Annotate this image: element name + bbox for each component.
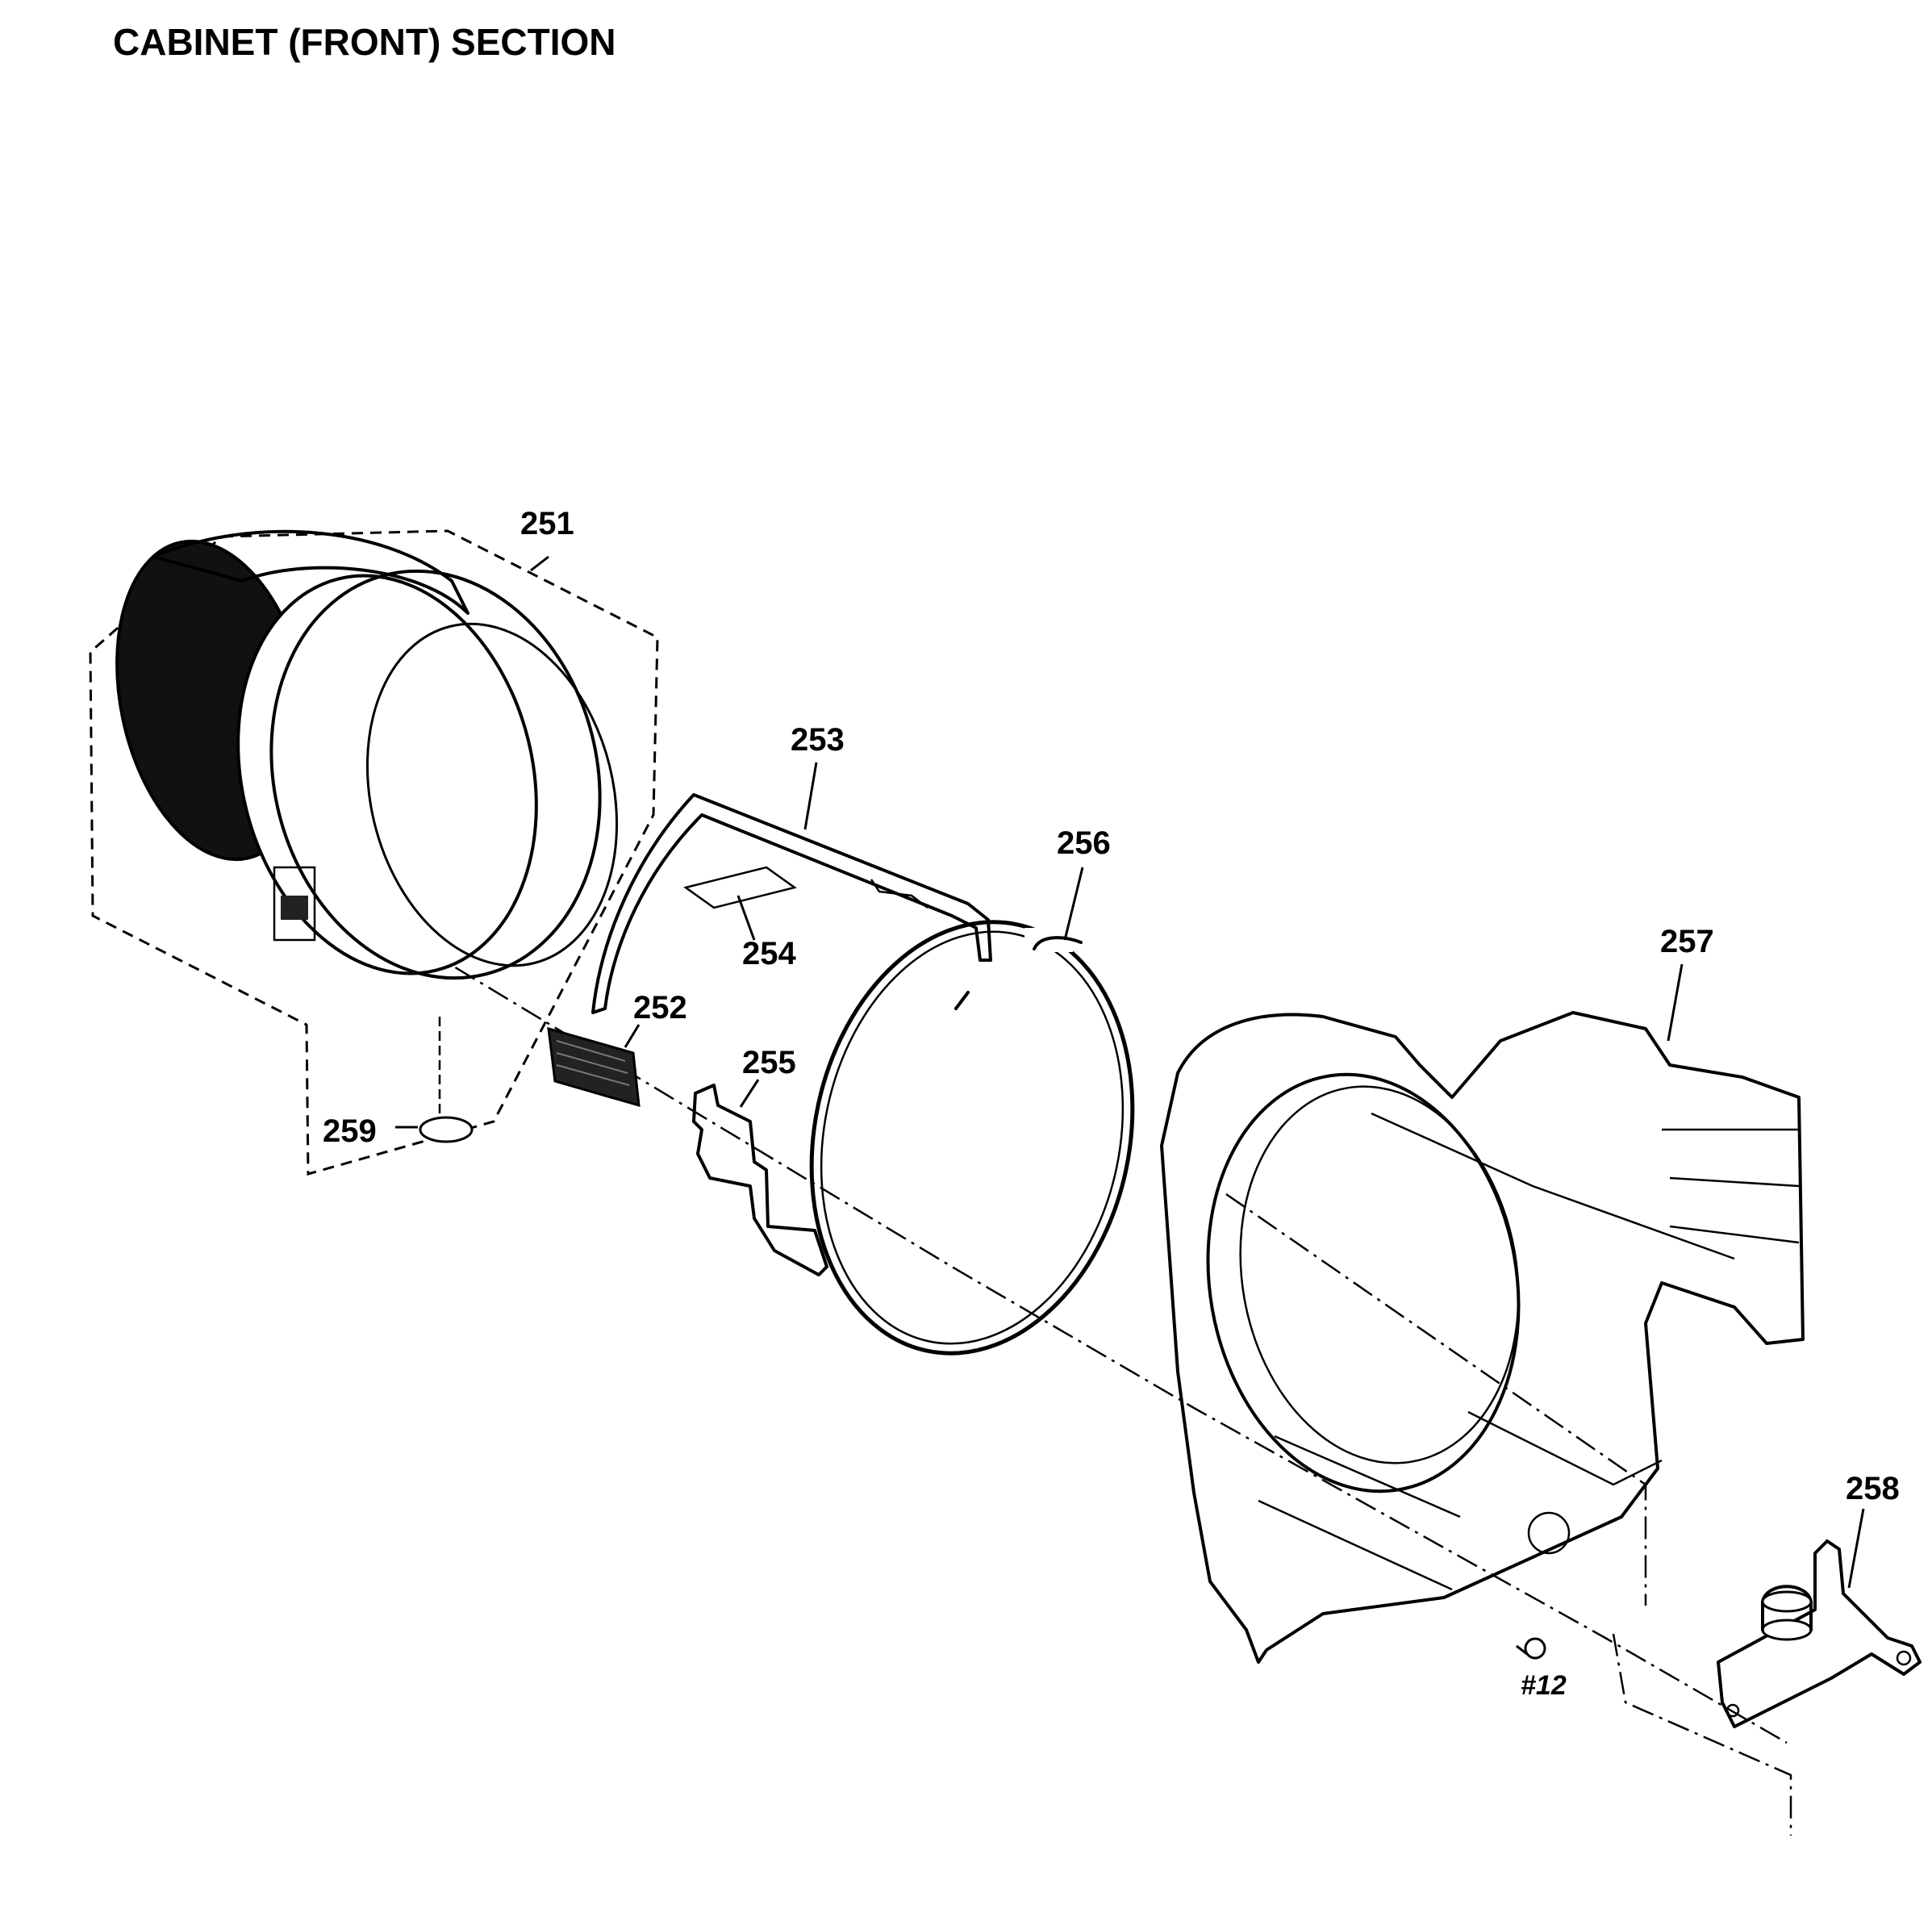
leader-257 [1667,963,1684,1042]
part-254-label [683,866,797,909]
leader-251 [530,555,549,572]
part-256-gasket-ring [809,920,1135,1356]
leader-253 [803,762,818,830]
screw-label: #12 [1521,1670,1567,1701]
page-title: CABINET (FRONT) SECTION [113,21,616,63]
part-251-group-boundary [89,529,659,1176]
callout-257: 257 [1660,924,1714,959]
part-251-lens-ring [115,529,619,980]
callout-255: 255 [742,1045,796,1080]
leader-256 [1063,867,1084,941]
part-252-grille-plate [547,1026,641,1108]
part-253-strip-tab [870,879,928,909]
callout-252: 252 [633,990,687,1026]
callout-254: 254 [742,936,796,971]
callout-258: 258 [1846,1471,1900,1506]
assembly-axis-line [322,886,1788,1744]
screw-12 [1516,1637,1546,1660]
leader-255 [739,1079,760,1108]
part-257-front-cabinet [1160,1011,1805,1664]
leader-252 [624,1024,641,1048]
callout-256: 256 [1057,825,1111,861]
leader-258 [1847,1508,1865,1589]
part-258-speaker-bracket [1717,1539,1922,1728]
part-255-bracket [692,1084,828,1276]
assembly-axis-line-3 [1612,1633,1792,1836]
callout-253: 253 [791,722,845,758]
part-259-button [419,1116,474,1143]
callout-259: 259 [323,1113,377,1149]
leader-254 [736,895,756,941]
callout-251: 251 [520,506,574,541]
part-253-flex-strip [591,793,992,1014]
